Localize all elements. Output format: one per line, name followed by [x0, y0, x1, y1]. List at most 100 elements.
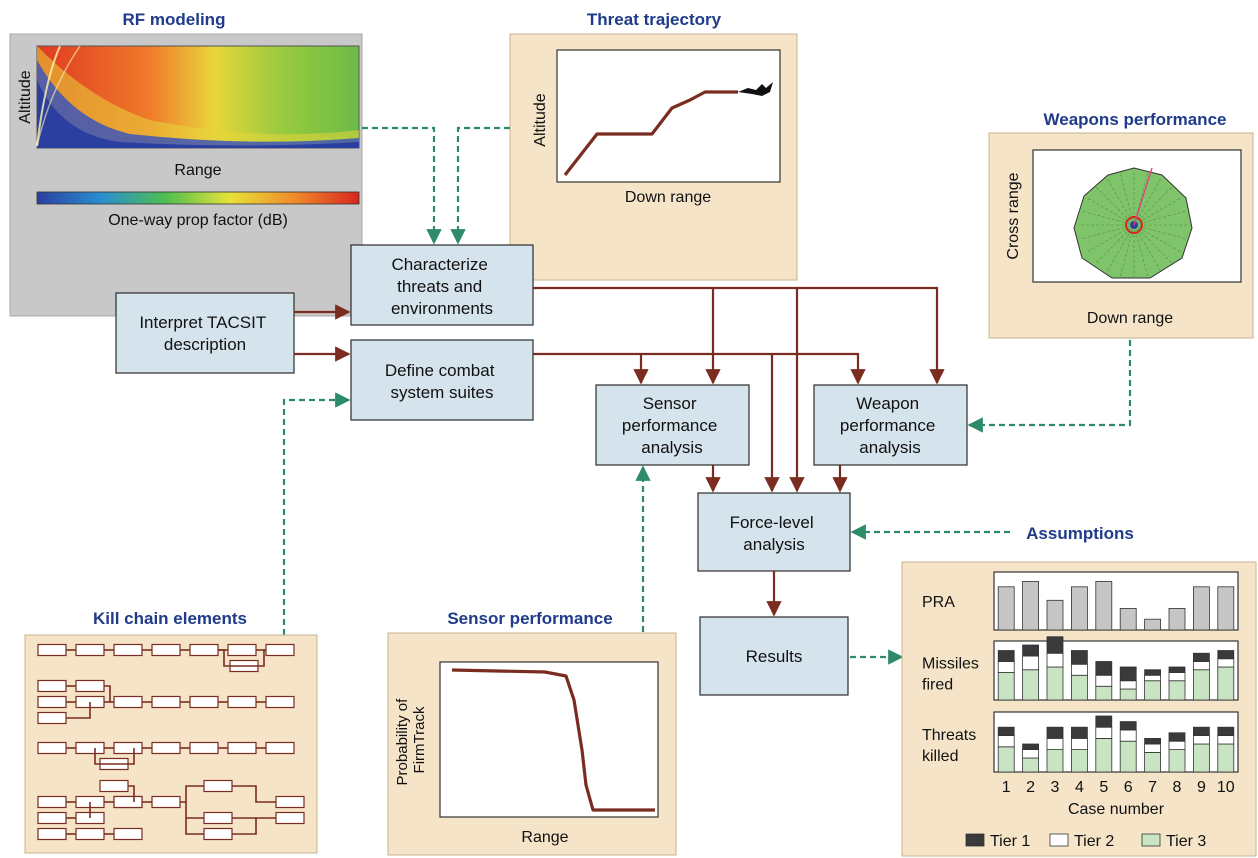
bar-segment [1193, 743, 1210, 773]
threat-trajectory-heading: Threat trajectory [587, 10, 722, 29]
kill-chain-element [265, 741, 295, 755]
bar-segment [1119, 688, 1137, 701]
sensor-xlabel: Range [521, 829, 568, 846]
assumptions-heading: Assumptions [1026, 524, 1134, 543]
kill-chain-element [113, 695, 143, 709]
box-interpret-tacsit: Interpret TACSIT description [115, 292, 295, 374]
kill-chain-element [189, 695, 219, 709]
svg-text:Interpret TACSIT descrip: Interpret TACSIT description [139, 313, 270, 354]
kill-chain-element [227, 741, 257, 755]
kill-chain-element [37, 679, 67, 693]
kill-chain-element [75, 679, 105, 693]
kill-chain-element [189, 741, 219, 755]
case-tick-label: 3 [1051, 779, 1060, 796]
bar-segment [1071, 586, 1088, 631]
bar-segment [1168, 740, 1186, 751]
bar-segment [1217, 658, 1235, 668]
bar-segment [1046, 738, 1064, 751]
bar-segment [1193, 586, 1210, 631]
case-tick-label: 9 [1197, 779, 1206, 796]
svg-text:Define combat system sui: Define combat system suites [385, 361, 499, 402]
bar-segment [1022, 669, 1039, 701]
kill-chain-element [37, 643, 67, 657]
bar-segment [1119, 729, 1137, 742]
svg-text:Results: Results [746, 647, 803, 666]
bar-segment [1168, 672, 1186, 682]
bar-segment [1168, 732, 1186, 742]
bar-segment [1046, 666, 1064, 701]
bar-segment [1022, 749, 1039, 759]
input-arrows [282, 126, 1132, 665]
svg-text:Characterize threats and: Characterize threats and environments [391, 255, 493, 318]
bar-segment [1095, 738, 1113, 773]
bar-segment [1144, 743, 1161, 753]
bar-segment [997, 746, 1015, 773]
bar-segment [1046, 749, 1064, 773]
kill-chain-element [37, 695, 67, 709]
bar-segment [1071, 726, 1088, 739]
bar-segment [1193, 726, 1210, 737]
kill-chain-heading: Kill chain elements [93, 609, 247, 628]
kill-chain-element [37, 711, 67, 725]
kill-chain-element [99, 779, 129, 793]
bar-segment [1095, 674, 1113, 687]
sensor-ylabel: Probability of FirmTrack [394, 695, 428, 786]
bar-segment [997, 672, 1015, 701]
box-weapon-analysis: Weapon performance analysis [813, 384, 968, 466]
weapons-performance-panel: Cross range Down range [988, 132, 1254, 339]
kill-chain-element [151, 643, 181, 657]
bar-segment [1193, 661, 1210, 671]
case-axis-label: Case number [1068, 801, 1165, 818]
svg-text:Sensor performance: Sensor performance analysis [622, 394, 722, 457]
bar-segment [1022, 655, 1039, 671]
case-tick-label: 7 [1148, 779, 1157, 796]
box-characterize: Characterize threats and environments [350, 244, 534, 326]
bar-segment [1095, 726, 1113, 739]
bar-chart-row-label: PRA [922, 594, 955, 611]
bar-segment [1022, 743, 1039, 750]
kill-chain-element [37, 811, 67, 825]
bar-segment [1193, 735, 1210, 745]
bar-segment [1144, 680, 1161, 701]
bar-segment [1217, 726, 1235, 737]
case-tick-label: 2 [1026, 779, 1035, 796]
weapons-xlabel: Down range [1087, 310, 1173, 327]
bar-segment [1168, 749, 1186, 773]
kill-chain-element [275, 811, 305, 825]
kill-chain-element [113, 827, 143, 841]
case-tick-label: 1 [1002, 779, 1011, 796]
bar-segment [997, 661, 1015, 673]
sensor-performance-panel: Probability of FirmTrack Range [387, 632, 677, 856]
threat-xlabel: Down range [625, 189, 711, 206]
bar-segment [1119, 666, 1137, 682]
rf-colorbar-label: One-way prop factor (dB) [108, 212, 288, 229]
kill-chain-element [151, 795, 181, 809]
trajectory-curve [563, 90, 738, 176]
bar-segment [1095, 661, 1113, 676]
bar-segment [1119, 680, 1137, 690]
kill-chain-element [265, 695, 295, 709]
box-results: Results [699, 616, 849, 696]
bar-segment [1046, 726, 1064, 739]
bar-segment [997, 735, 1015, 748]
bar-segment [1119, 608, 1137, 631]
bar-segment [997, 650, 1015, 662]
bar-segment [1144, 669, 1161, 676]
bar-segment [1217, 650, 1235, 660]
bar-segment [997, 726, 1015, 737]
kill-chain-element [113, 643, 143, 657]
box-sensor-analysis: Sensor performance analysis [595, 384, 750, 466]
case-tick-label: 5 [1099, 779, 1108, 796]
bar-segment [1168, 680, 1186, 701]
kill-chain-element [37, 827, 67, 841]
bar-segment [1119, 721, 1137, 731]
kill-chain-element [265, 643, 295, 657]
bar-segment [1022, 581, 1039, 631]
bar-segment [1046, 652, 1064, 668]
kill-chain-element [151, 695, 181, 709]
aircraft-icon [738, 82, 773, 96]
kill-chain-element [227, 643, 257, 657]
